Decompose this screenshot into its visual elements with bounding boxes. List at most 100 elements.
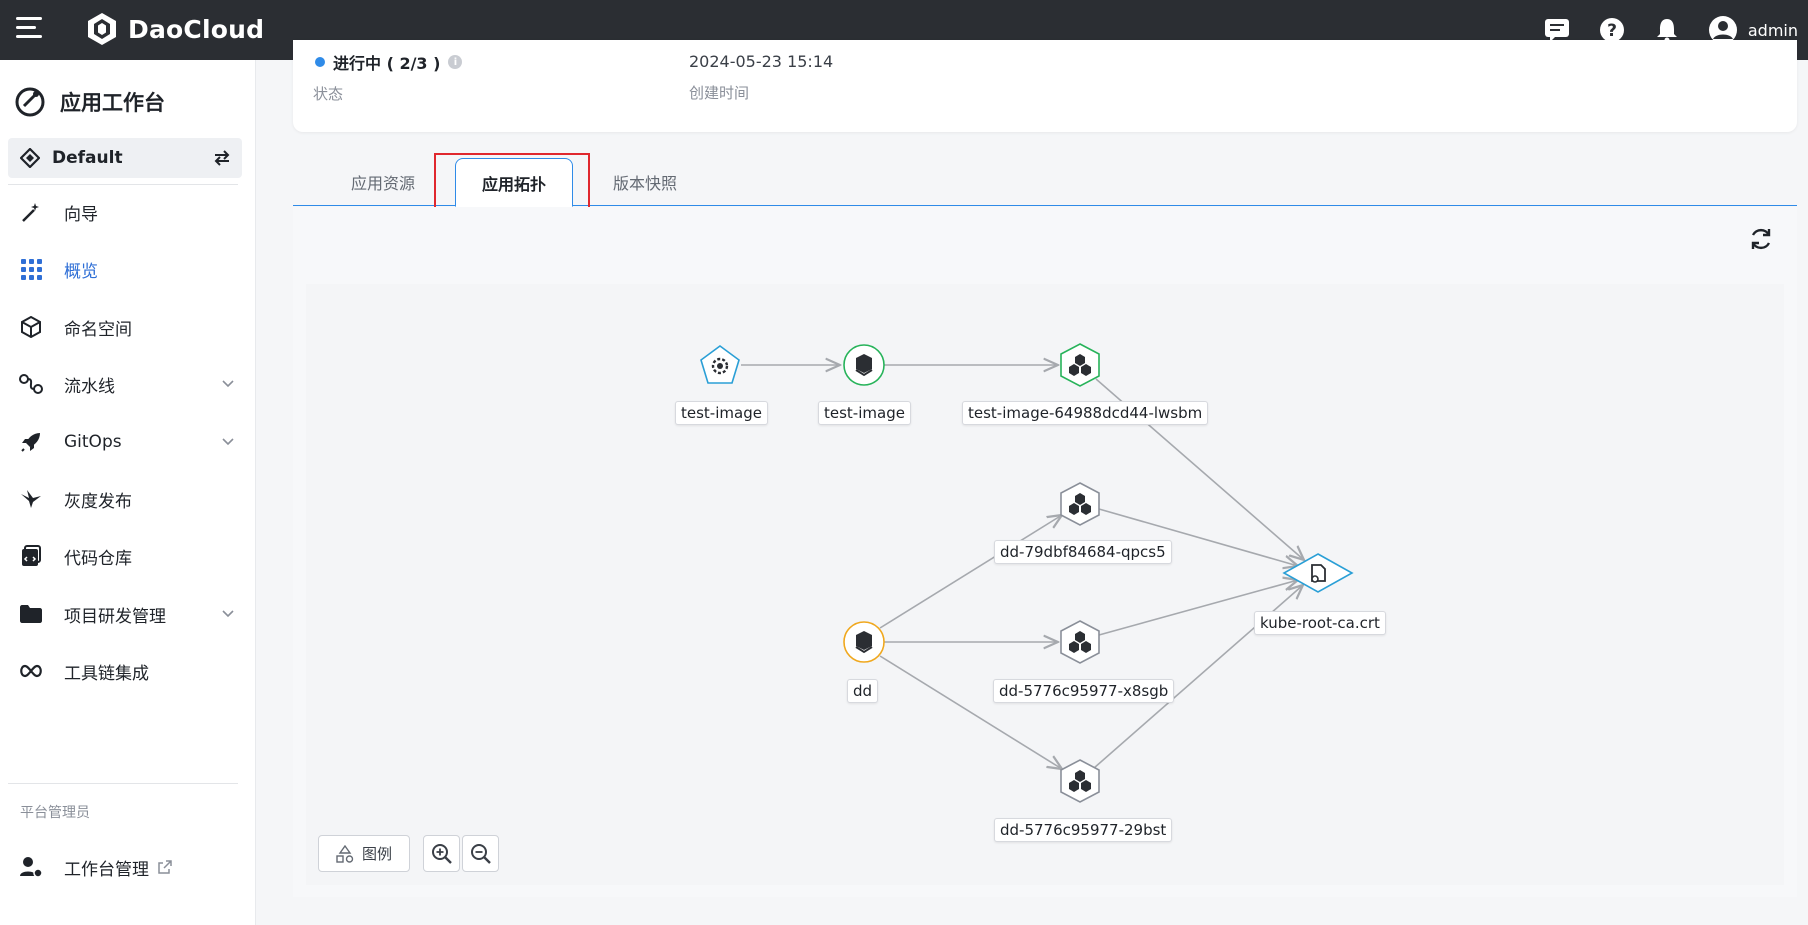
pipeline-icon [18, 371, 44, 397]
edge [1098, 508, 1298, 566]
username: admin [1747, 20, 1798, 40]
nav-label: 项目研发管理 [64, 606, 166, 627]
nav-label: 流水线 [64, 376, 115, 397]
shapes-icon [336, 844, 354, 863]
svg-text:?: ? [1607, 21, 1617, 41]
status-dot [315, 57, 325, 67]
nav-label: 工具链集成 [64, 663, 149, 684]
node-label: dd [847, 679, 879, 703]
created-time-label: 创建时间 [689, 84, 750, 102]
node-dd[interactable] [842, 620, 886, 668]
user-menu[interactable]: admin [1708, 15, 1798, 45]
node-test-image-pod[interactable] [1058, 342, 1102, 392]
node-label: dd-5776c95977-x8sgb [993, 679, 1175, 703]
workspace-name: Default [52, 148, 123, 168]
nav-label: 概览 [64, 261, 98, 282]
user-avatar-icon [1708, 16, 1737, 44]
node-label: test-image-64988dcd44-lwsbm [962, 401, 1209, 425]
grid-icon [18, 256, 44, 282]
tab-app-topology[interactable]: 应用拓扑 [455, 158, 573, 207]
edge [1098, 580, 1298, 636]
created-time-value: 2024-05-23 15:14 [689, 52, 834, 71]
node-label: test-image [818, 401, 911, 425]
zoom-out-button[interactable] [462, 835, 499, 872]
pod-node-icon [1060, 759, 1100, 803]
brand-logo[interactable]: DaoCloud [84, 11, 264, 47]
nav-item-repo[interactable]: 代码仓库 [0, 531, 255, 581]
nav-item-canary[interactable]: 灰度发布 [0, 474, 255, 524]
nav-item-overview[interactable]: 概览 [0, 244, 255, 294]
nav-item-namespace[interactable]: 命名空间 [0, 302, 255, 352]
status-text: 进行中 ( 2/3 ) [333, 54, 441, 73]
menu-icon[interactable] [16, 17, 44, 43]
nav-item-pipeline[interactable]: 流水线 [0, 359, 255, 409]
info-icon[interactable]: i [448, 55, 463, 69]
zoom-in-button[interactable] [423, 835, 460, 872]
nav-item-workbench-admin[interactable]: 工作台管理 [0, 842, 255, 892]
node-test-image-pentagon[interactable] [698, 344, 742, 390]
section-title: 平台管理员 [20, 805, 90, 821]
bird-icon [18, 486, 44, 512]
infinity-icon [18, 658, 44, 684]
divider [8, 783, 238, 784]
swap-icon[interactable] [212, 148, 232, 168]
tab-version-snapshot[interactable]: 版本快照 [612, 173, 677, 193]
node-label: test-image [675, 401, 768, 425]
nav-label: 灰度发布 [64, 491, 132, 512]
pod-node-icon [1060, 620, 1100, 664]
tab-app-resources[interactable]: 应用资源 [350, 173, 415, 193]
sidebar-title: 应用工作台 [60, 91, 165, 115]
user-settings-icon [18, 854, 44, 880]
workspace-switcher[interactable]: Default [8, 138, 242, 178]
node-test-image-circle[interactable] [842, 343, 886, 391]
sidebar: 应用工作台 Default 向导 概览 命名空间 流水线 GitOps 灰度发布… [0, 60, 256, 925]
zoom-in-icon [431, 843, 452, 864]
brand-name: DaoCloud [128, 14, 265, 44]
nav-item-toolchain[interactable]: 工具链集成 [0, 646, 255, 696]
nav-item-guide[interactable]: 向导 [0, 187, 255, 237]
nav-label: 代码仓库 [64, 548, 132, 569]
pod-node-icon [1060, 482, 1100, 526]
repo-icon [18, 543, 44, 569]
external-link-icon [158, 860, 172, 874]
nav-label: 命名空间 [64, 319, 132, 340]
cube-icon [18, 314, 44, 340]
status-value: 进行中 ( 2/3 ) i [315, 50, 463, 74]
topology-canvas[interactable] [306, 284, 1784, 885]
chevron-down-icon [222, 438, 234, 446]
configmap-node-icon [1282, 553, 1354, 593]
rocket-icon [18, 429, 44, 455]
workspace-icon [20, 148, 40, 168]
summary-card: 进行中 ( 2/3 ) i 状态 2024-05-23 15:14 创建时间 [293, 40, 1797, 132]
service-node-icon [700, 345, 740, 384]
pod-node-icon [1060, 343, 1100, 387]
folder-icon [18, 601, 44, 627]
edge [879, 655, 1062, 769]
workload-node-icon [843, 621, 885, 663]
tab-bar: 应用资源 应用拓扑 版本快照 [293, 150, 1797, 207]
chevron-down-icon [222, 610, 234, 618]
zoom-out-icon [470, 843, 491, 864]
refresh-icon[interactable] [1748, 226, 1774, 252]
nav-label: 工作台管理 [64, 859, 149, 880]
edge [879, 515, 1062, 629]
legend-label: 图例 [361, 845, 392, 863]
workload-node-icon [843, 344, 885, 386]
node-label: kube-root-ca.crt [1254, 611, 1386, 635]
nav-label: 向导 [64, 204, 98, 225]
status-label: 状态 [313, 85, 344, 103]
nav-item-project[interactable]: 项目研发管理 [0, 589, 255, 639]
chevron-down-icon [222, 380, 234, 388]
sidebar-header: 应用工作台 [14, 86, 165, 118]
help-icon[interactable]: ? [1598, 16, 1626, 44]
daocloud-logo-icon [88, 13, 116, 45]
node-dd-pod-x8sgb[interactable] [1058, 619, 1102, 669]
node-dd-pod-29bst[interactable] [1058, 758, 1102, 808]
node-dd-pod-qpcs5[interactable] [1058, 481, 1102, 531]
nav-item-gitops[interactable]: GitOps [0, 417, 255, 467]
legend-button[interactable]: 图例 [318, 835, 410, 872]
workbench-icon [15, 87, 45, 117]
node-kube-root-ca[interactable] [1282, 552, 1354, 598]
nav-label: GitOps [64, 432, 122, 452]
